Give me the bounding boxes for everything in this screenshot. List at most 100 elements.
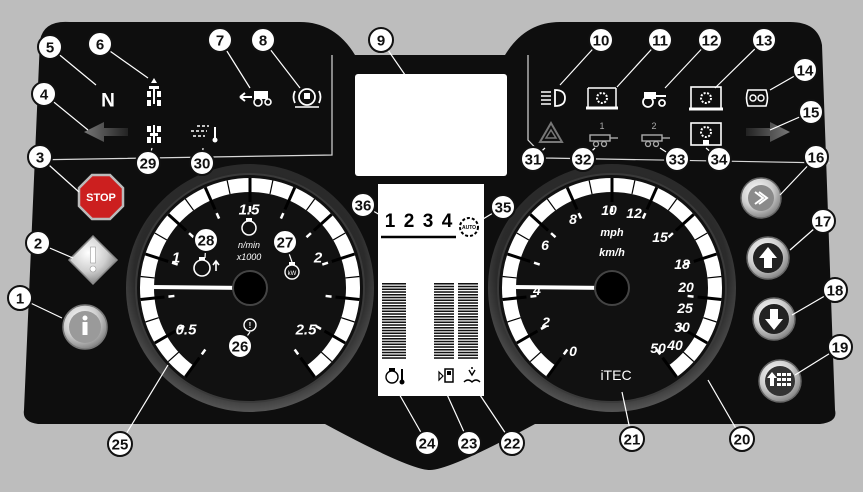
bar-segment (382, 324, 406, 326)
callout-28: 28 (193, 227, 219, 253)
bar-segment (382, 313, 406, 315)
callout-9: 9 (368, 27, 394, 53)
preheat-icon (745, 89, 769, 107)
callout-number: 21 (624, 432, 641, 449)
bar-segment (434, 324, 454, 326)
engine-load-icon (193, 257, 220, 277)
bar-segment (458, 307, 478, 310)
callout-13: 13 (751, 27, 777, 53)
bar-segment (382, 291, 406, 293)
bar-segment (458, 324, 478, 326)
callout-17: 17 (810, 208, 836, 234)
callout-number: 14 (797, 63, 814, 80)
bar-segment (458, 351, 478, 354)
callout-number: 6 (96, 37, 104, 54)
stop-label: STOP (86, 192, 116, 204)
bar-segment (382, 346, 406, 348)
callout-19: 19 (827, 334, 853, 360)
bar-segment (458, 346, 478, 348)
bar-segment (434, 305, 454, 307)
bar-segment (434, 321, 454, 324)
bar-segment (458, 340, 478, 343)
bar-segment (434, 357, 454, 359)
menu-enter-icon (748, 185, 774, 211)
callout-2: 2 (25, 230, 51, 256)
warning-button[interactable] (67, 234, 119, 286)
bar-segment (458, 349, 478, 351)
bar-segment (434, 310, 454, 313)
stop-button[interactable]: STOP (77, 173, 125, 221)
bar-segment (434, 329, 454, 332)
right-turn-arrow-icon (746, 122, 790, 142)
down-arrow-button[interactable] (752, 297, 796, 341)
bar-segment (434, 327, 454, 329)
gear-2: 2 (404, 211, 415, 232)
fuel-icon (438, 368, 454, 383)
up-arrow-button[interactable] (746, 236, 790, 280)
bar-segment (458, 288, 478, 291)
callout-3: 3 (27, 144, 53, 170)
bar-segment (434, 349, 454, 351)
bar-segment (458, 291, 478, 293)
left-divider-line (27, 55, 333, 161)
callout-number: 31 (525, 152, 542, 169)
bar-segment (382, 343, 406, 346)
callout-32: 32 (570, 146, 596, 172)
bar-segment (458, 316, 478, 318)
tachometer-hub (232, 270, 268, 306)
bar-segment (382, 349, 406, 351)
callout-number: 34 (711, 152, 728, 169)
exhaust-temp-icon (191, 125, 218, 143)
callout-number: 20 (734, 432, 751, 449)
callout-36: 36 (350, 192, 376, 218)
callout-34: 34 (706, 146, 732, 172)
callout-number: 33 (669, 152, 686, 169)
trailer-brake-icon (292, 88, 322, 108)
gear-selector-display: 1 2 3 4 AUTO (381, 211, 479, 239)
svg-text:2: 2 (651, 121, 656, 131)
callout-number: 22 (504, 436, 521, 453)
bar-segment (382, 332, 406, 335)
bar-segment (458, 338, 478, 340)
pto-engaged-icon (690, 122, 722, 146)
bar-segment (434, 343, 454, 346)
callout-number: 8 (259, 33, 267, 50)
callout-24: 24 (414, 430, 440, 456)
bar-segment (434, 288, 454, 291)
callout-6: 6 (87, 31, 113, 57)
headlight-icon (541, 89, 566, 107)
bar-segment (458, 321, 478, 324)
engine-oil-icon (241, 218, 257, 236)
callout-number: 28 (198, 233, 215, 250)
bar-segment (382, 294, 406, 296)
menu-enter-button[interactable] (740, 177, 782, 219)
gear-3: 3 (423, 211, 434, 232)
callout-20: 20 (729, 426, 755, 452)
svg-text:!: ! (249, 321, 252, 330)
pto-rear-icon (689, 86, 723, 111)
bar-segment (382, 302, 406, 304)
info-button[interactable] (62, 304, 108, 350)
callout-number: 26 (232, 339, 249, 356)
callout-26: 26 (227, 333, 253, 359)
bar-segment (382, 288, 406, 291)
callout-number: 1 (16, 291, 24, 308)
callout-10: 10 (588, 27, 614, 53)
bar-segment (458, 329, 478, 332)
differential-lock-icon (147, 125, 161, 143)
callout-number: 15 (803, 105, 820, 122)
bar-segment (434, 299, 454, 302)
callout-8: 8 (250, 27, 276, 53)
kmh-tick-label: 50 (650, 340, 666, 356)
bar-segment (434, 354, 454, 357)
four-wheel-drive-icon (147, 78, 161, 106)
bar-segment (382, 340, 406, 343)
kmh-tick-label: 30 (674, 319, 690, 335)
tach-tick-label: 2 (313, 250, 323, 267)
bar-segment (382, 351, 406, 354)
gear-menu-button[interactable] (758, 359, 802, 403)
tach-tick-label: 1.5 (239, 202, 261, 219)
bar-segment (434, 332, 454, 335)
